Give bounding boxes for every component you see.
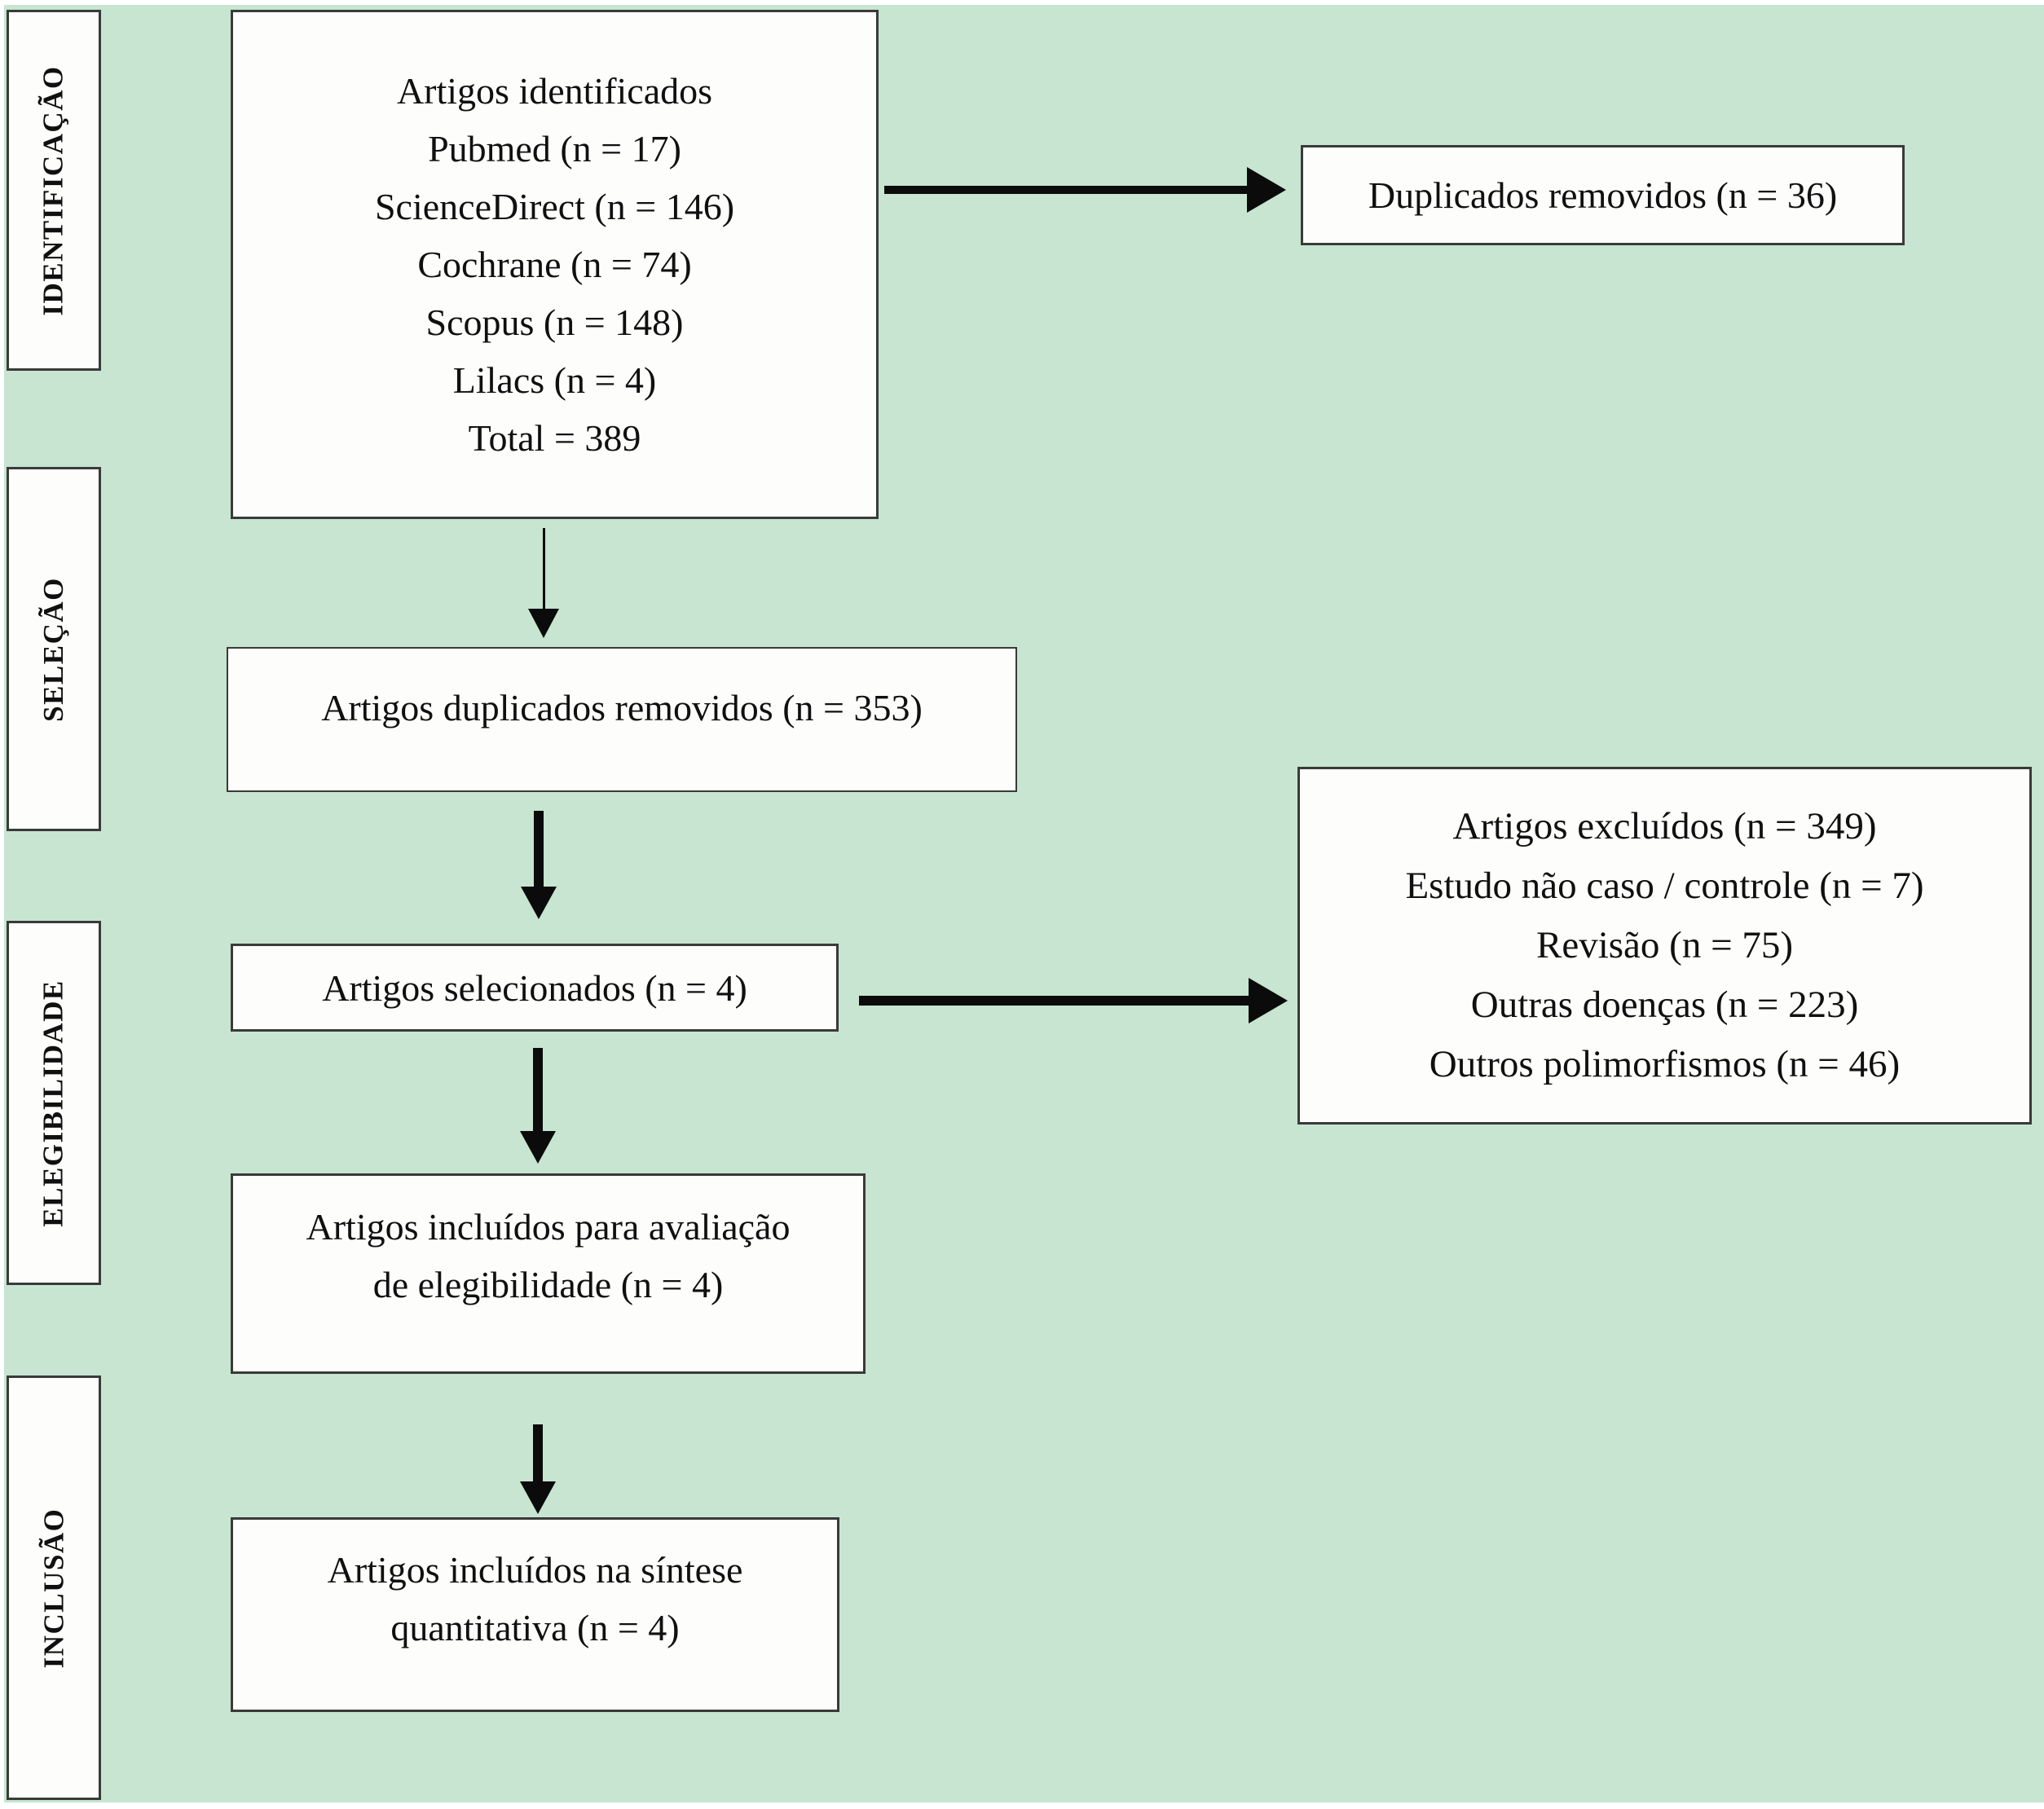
phase-label-identification: IDENTIFICAÇÃO [37, 64, 69, 316]
phase-box-selection: SELEÇÃO [7, 467, 101, 831]
arrow-identified-to-after-duplicates-icon [528, 528, 559, 638]
arrow-head [528, 609, 559, 638]
arrow-shaft [533, 1048, 543, 1131]
arrow-head [520, 1481, 556, 1514]
arrow-identified-to-duplicates-icon [884, 167, 1286, 213]
eligibility-line-1: Artigos incluídos para avaliação [306, 1205, 791, 1248]
identified-lilacs: Lilacs (n = 4) [452, 359, 657, 401]
box-eligibility-assessment: Artigos incluídos para avaliação de eleg… [231, 1173, 866, 1374]
box-articles-selected: Artigos selecionados (n = 4) [231, 944, 839, 1032]
excluded-total: Artigos excluídos (n = 349) [1452, 805, 1877, 847]
phase-box-eligibility: ELEGIBILIDADE [7, 921, 101, 1285]
arrow-shaft [542, 528, 545, 609]
identified-pubmed: Pubmed (n = 17) [428, 128, 681, 169]
arrow-shaft [534, 811, 544, 887]
phase-label-eligibility: ELEGIBILIDADE [37, 979, 70, 1227]
excluded-not-case-control: Estudo não caso / controle (n = 7) [1405, 865, 1924, 907]
arrow-head [521, 887, 557, 919]
arrow-after-duplicates-to-selected-icon [521, 811, 557, 919]
box-after-duplicates: Artigos duplicados removidos (n = 353) [227, 647, 1017, 792]
arrow-head [1249, 978, 1288, 1023]
arrow-head [520, 1131, 556, 1164]
arrow-selected-to-excluded-icon [859, 978, 1288, 1023]
arrow-selected-to-eligibility-icon [520, 1048, 556, 1164]
arrow-shaft [859, 996, 1249, 1006]
synthesis-line-1: Artigos incluídos na síntese [327, 1548, 743, 1591]
excluded-other-polymorphisms: Outros polimorfismos (n = 46) [1429, 1043, 1901, 1085]
identified-title: Artigos identificados [396, 70, 713, 112]
excluded-other-diseases: Outras doenças (n = 223) [1470, 984, 1859, 1026]
identified-cochrane: Cochrane (n = 74) [417, 244, 692, 285]
arrow-shaft [533, 1424, 543, 1481]
arrow-shaft [884, 186, 1247, 194]
phase-box-inclusion: INCLUSÃO [7, 1375, 101, 1800]
eligibility-line-2: de elegibilidade (n = 4) [372, 1263, 724, 1305]
after-duplicates-text: Artigos duplicados removidos (n = 353) [321, 686, 923, 728]
synthesis-line-2: quantitativa (n = 4) [390, 1606, 680, 1648]
arrow-eligibility-to-synthesis-icon [520, 1424, 556, 1514]
box-articles-excluded: Artigos excluídos (n = 349) Estudo não c… [1297, 767, 2032, 1125]
articles-selected-text: Artigos selecionados (n = 4) [322, 966, 747, 1009]
identified-total: Total = 389 [468, 417, 641, 459]
phase-label-selection: SELEÇÃO [37, 576, 69, 722]
excluded-review: Revisão (n = 75) [1536, 924, 1793, 966]
box-quantitative-synthesis: Artigos incluídos na síntese quantitativ… [231, 1517, 839, 1712]
arrow-head [1247, 167, 1286, 213]
box-duplicates-removed: Duplicados removidos (n = 36) [1301, 145, 1905, 245]
identified-scopus: Scopus (n = 148) [425, 302, 684, 343]
box-articles-identified: Artigos identificados Pubmed (n = 17) Sc… [231, 10, 879, 519]
duplicates-removed-text: Duplicados removidos (n = 36) [1368, 174, 1838, 216]
phase-label-inclusion: INCLUSÃO [37, 1508, 70, 1668]
identified-sciencedirect: ScienceDirect (n = 146) [374, 186, 735, 227]
phase-box-identification: IDENTIFICAÇÃO [7, 10, 101, 371]
